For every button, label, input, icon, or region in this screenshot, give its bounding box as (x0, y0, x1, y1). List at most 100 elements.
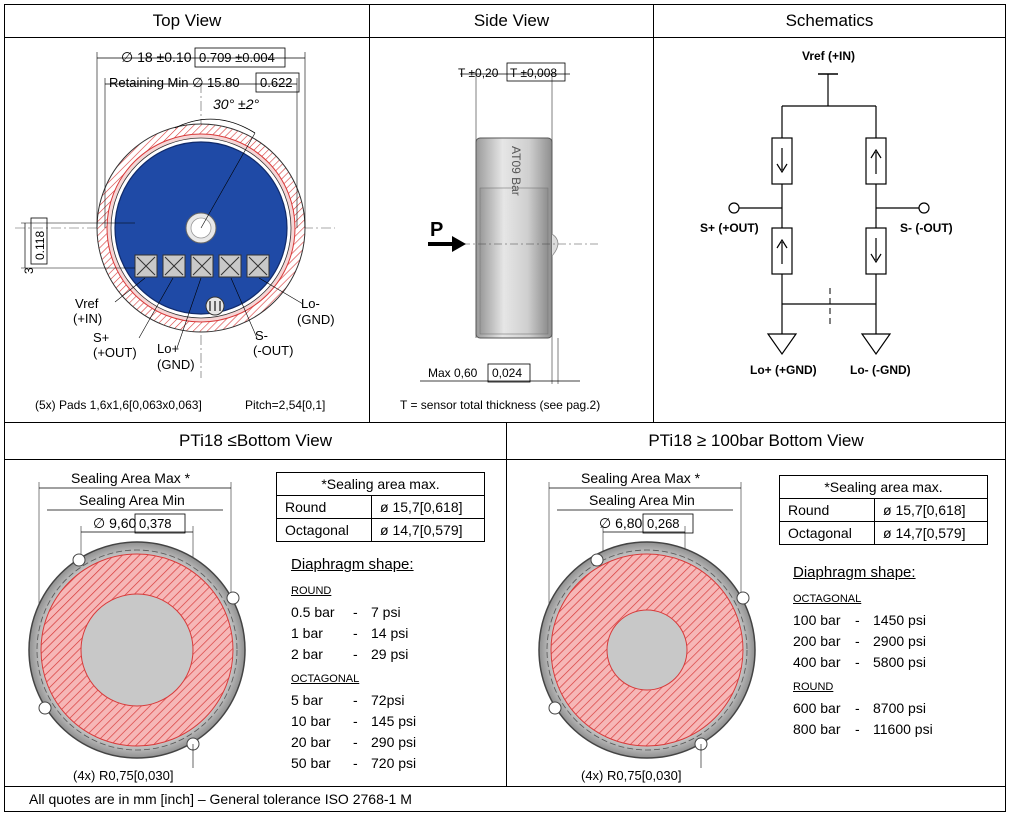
diaphragm-list: Diaphragm shape: ROUND 0.5 bar-7 psi 1 b… (291, 554, 491, 774)
pin-lominus-label: Lo- (301, 296, 320, 311)
header-bottom-left: PTi18 ≤Bottom View (4, 422, 507, 460)
node-splus: S+ (+OUT) (700, 221, 759, 235)
side-view-note: T = sensor total thickness (see pag.2) (400, 398, 600, 412)
diaphragm-center (80, 593, 194, 707)
dim-retaining-inch: 0.622 (260, 75, 293, 90)
arrow-up-icon (776, 238, 788, 264)
sealing-max-label: Sealing Area Max * (71, 470, 191, 486)
pressure-label: P (430, 219, 443, 241)
node-loplus: Lo+ (+GND) (750, 363, 817, 377)
radius-note: (4x) R0,75[0,030] (581, 768, 681, 783)
dim-max-inch: 0,024 (492, 366, 522, 380)
sealing-min-label: Sealing Area Min (589, 492, 695, 508)
header-label: Top View (152, 11, 222, 30)
bottom-right-drawing: Sealing Area Max * Sealing Area Min ∅ 6,… (538, 470, 756, 783)
dim-diameter-inch: 0,378 (139, 516, 172, 531)
group-name: OCTAGONAL (793, 593, 862, 605)
list-item: 20 bar-290 psi (291, 734, 417, 750)
terminal-splus (728, 202, 740, 214)
arrow-up-icon (870, 148, 882, 174)
diaphragm-list: Diaphragm shape: OCTAGONAL 100 bar-1450 … (793, 562, 993, 740)
header-label: Schematics (785, 11, 874, 30)
top-view-drawing: ∅ 18 ±0.10 0.709 ±0.004 Retaining Min ∅ … (15, 47, 335, 412)
datasheet-sheet: Top View Side View Schematics (4, 4, 1006, 812)
dim-t-inch: T ±0,008 (510, 66, 557, 80)
list-item: 400 bar-5800 psi (793, 654, 926, 670)
footer-note: All quotes are in mm [inch] – General to… (4, 786, 1006, 812)
header-side-view: Side View (369, 4, 654, 38)
dim-diameter: ∅ 9,60 (93, 515, 137, 531)
group-name: ROUND (291, 585, 332, 597)
header-label: PTi18 ≤Bottom View (179, 431, 332, 450)
list-item: 0.5 bar-7 psi (291, 604, 401, 620)
pin-lominus-sub: (GND) (297, 312, 335, 327)
node-sminus: S- (-OUT) (900, 221, 953, 235)
dim-diameter-inch: 0.709 ±0.004 (199, 50, 275, 65)
pitch-note: Pitch=2,54[0,1] (245, 398, 325, 412)
arrow-down-icon (776, 148, 788, 174)
list-item: 800 bar-11600 psi (793, 721, 933, 737)
bottom-left-drawing: Sealing Area Max * Sealing Area Min ∅ 9,… (28, 470, 246, 783)
pin-splus-label: S+ (93, 330, 109, 345)
dim-max: Max 0,60 (428, 366, 478, 380)
pin-loplus-label: Lo+ (157, 341, 179, 356)
dim-height-inch: 0.118 (33, 231, 47, 260)
pads (134, 254, 270, 278)
engraving-text: AT09 Bar (509, 146, 523, 196)
header-top-view: Top View (4, 4, 370, 38)
list-item: 600 bar-8700 psi (793, 700, 926, 716)
dim-retaining: Retaining Min ∅ 15.80 (109, 75, 240, 90)
pin-loplus-sub: (GND) (157, 357, 195, 372)
terminal-sminus (918, 202, 930, 214)
list-item: 200 bar-2900 psi (793, 633, 926, 649)
dim-diameter: ∅ 18 ±0.10 (121, 49, 192, 65)
pin-sminus-label: S- (255, 328, 268, 343)
bottom-right-panel: Sealing Area Max * Sealing Area Min ∅ 6,… (506, 459, 1006, 787)
pads-note: (5x) Pads 1,6x1,6[0,063x0,063] (35, 398, 202, 412)
header-label: PTi18 ≥ 100bar Bottom View (648, 431, 864, 450)
ground-icon (860, 333, 892, 356)
pin-sminus-sub: (-OUT) (253, 343, 293, 358)
side-view-panel: T ±0,20 T ±0,008 AT09 Bar P Max 0,60 0,0… (369, 37, 654, 423)
list-item: 2 bar-29 psi (291, 646, 409, 662)
header-label: Side View (473, 11, 550, 30)
diaphragm-title: Diaphragm shape: (291, 556, 414, 573)
group-name: OCTAGONAL (291, 673, 360, 685)
pin-splus-sub: (+OUT) (93, 345, 137, 360)
sealing-min-label: Sealing Area Min (79, 492, 185, 508)
group-name: ROUND (793, 681, 834, 693)
list-item: 10 bar-145 psi (291, 713, 417, 729)
list-item: 5 bar-72psi (291, 692, 405, 708)
schematic-drawing: Vref (+IN) S+ (+OUT) S- (-OUT) (700, 49, 953, 377)
logo-mark (209, 301, 221, 311)
sealing-max-label: Sealing Area Max * (581, 470, 701, 486)
bottom-left-panel: Sealing Area Max * Sealing Area Min ∅ 9,… (4, 459, 507, 787)
dim-height: 3 (22, 267, 36, 274)
top-view-panel: ∅ 18 ±0.10 0.709 ±0.004 Retaining Min ∅ … (4, 37, 370, 423)
ground-icon (766, 333, 798, 356)
table-title: *Sealing area max. (276, 472, 485, 496)
diaphragm-title: Diaphragm shape: (793, 564, 916, 581)
pin-vref-sub: (+IN) (73, 311, 102, 326)
side-view-drawing: T ±0,20 T ±0,008 AT09 Bar P Max 0,60 0,0… (400, 62, 600, 412)
diaphragm-center (606, 609, 688, 691)
schematics-panel: Vref (+IN) S+ (+OUT) S- (-OUT) (653, 37, 1006, 423)
footer-text: All quotes are in mm [inch] – General to… (29, 791, 412, 807)
node-lominus: Lo- (-GND) (850, 363, 911, 377)
radius-note: (4x) R0,75[0,030] (73, 768, 173, 783)
dim-angle: 30° ±2° (213, 96, 260, 112)
header-schematics: Schematics (653, 4, 1006, 38)
list-item: 50 bar-720 psi (291, 755, 417, 771)
header-bottom-right: PTi18 ≥ 100bar Bottom View (506, 422, 1006, 460)
node-vref: Vref (+IN) (802, 49, 855, 63)
list-item: 1 bar-14 psi (291, 625, 409, 641)
table-title: *Sealing area max. (779, 475, 988, 499)
pin-vref-label: Vref (75, 296, 99, 311)
list-item: 100 bar-1450 psi (793, 612, 926, 628)
dim-t: T ±0,20 (458, 66, 499, 80)
